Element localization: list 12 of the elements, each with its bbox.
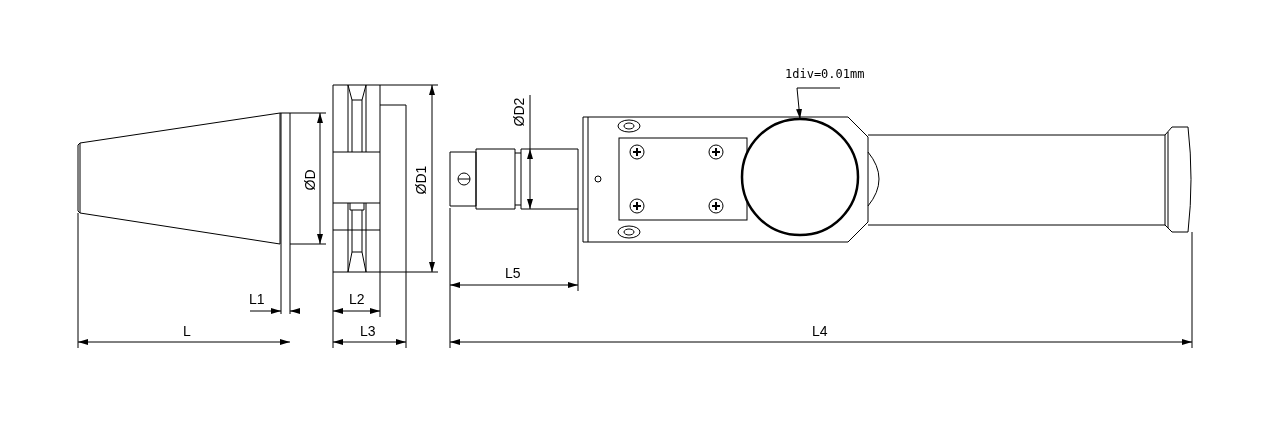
dial-face (740, 117, 860, 237)
leader-line (796, 87, 841, 120)
dimension-label: L1 (249, 291, 265, 307)
scale-note: 1div=0.01mm (785, 66, 865, 82)
dimension-label: L (183, 323, 191, 339)
dimension-label: L5 (505, 265, 521, 281)
dimension-label: L3 (360, 323, 376, 339)
dimension-label: ØD (301, 169, 317, 191)
dimension-label: ØD2 (510, 97, 527, 127)
dimension-label: L2 (349, 291, 365, 307)
dimension-label: ØD1 (412, 165, 429, 195)
dimension-label: L4 (812, 323, 828, 339)
